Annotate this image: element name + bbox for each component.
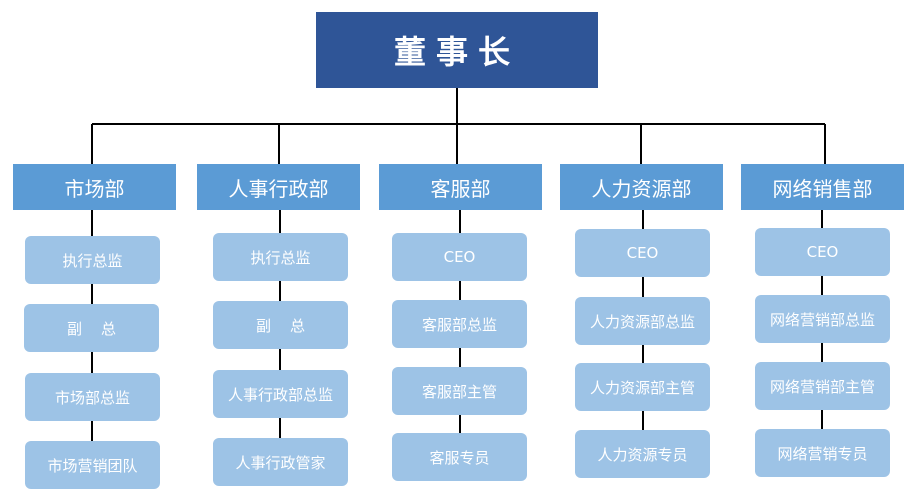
role-node: 副 总 bbox=[24, 304, 159, 352]
role-node: 副 总 bbox=[213, 301, 348, 349]
role-node: 执行总监 bbox=[213, 233, 348, 281]
role-node: CEO bbox=[755, 228, 890, 276]
role-node: 客服部总监 bbox=[392, 300, 527, 348]
role-node: 客服部主管 bbox=[392, 367, 527, 415]
dept-node-human-resources: 人力资源部 bbox=[560, 164, 723, 210]
role-node: 客服专员 bbox=[392, 433, 527, 481]
role-node: 人事行政部总监 bbox=[213, 370, 348, 418]
role-node: 人事行政管家 bbox=[213, 438, 348, 486]
dept-node-marketing: 市场部 bbox=[13, 164, 176, 210]
role-node: 人力资源部主管 bbox=[575, 363, 710, 411]
role-node: 市场营销团队 bbox=[25, 441, 160, 489]
role-node: 网络营销部总监 bbox=[755, 295, 890, 343]
role-node: 网络营销部主管 bbox=[755, 362, 890, 410]
dept-node-hr-admin: 人事行政部 bbox=[197, 164, 360, 210]
dept-node-customer-service: 客服部 bbox=[379, 164, 542, 210]
role-node: 人力资源部总监 bbox=[575, 297, 710, 345]
role-node: 市场部总监 bbox=[25, 373, 160, 421]
role-node: CEO bbox=[392, 233, 527, 281]
role-node: 执行总监 bbox=[25, 236, 160, 284]
role-node: CEO bbox=[575, 229, 710, 277]
root-node-chairman: 董事长 bbox=[316, 12, 598, 88]
role-node: 网络营销专员 bbox=[755, 429, 890, 477]
dept-node-online-sales: 网络销售部 bbox=[741, 164, 904, 210]
role-node: 人力资源专员 bbox=[575, 430, 710, 478]
